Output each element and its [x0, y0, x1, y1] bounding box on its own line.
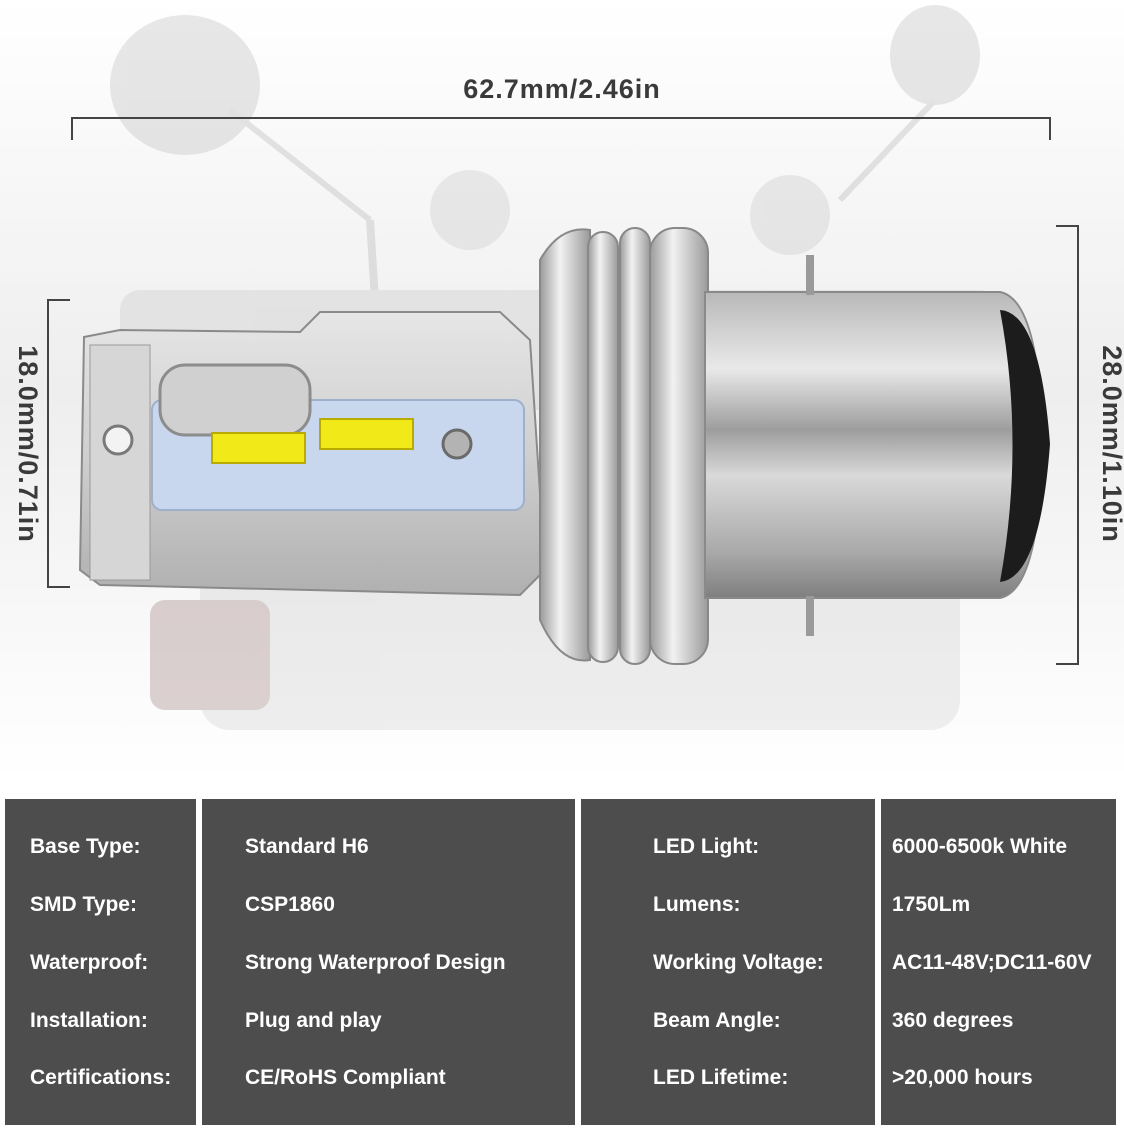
- spec-value: Standard H6: [245, 835, 369, 858]
- product-image: 62.7mm/2.46in 18.0mm/0.71in 28.0mm/1.10i…: [0, 0, 1124, 780]
- spec-value: 6000-6500k White: [892, 835, 1068, 858]
- spec-label: Lumens:: [653, 893, 741, 916]
- spec-table: Base Type: Standard H6 LED Light: 6000-6…: [5, 799, 1116, 1125]
- spec-label: Working Voltage:: [653, 951, 824, 974]
- chip-height-dimension-label: 18.0mm/0.71in: [13, 345, 43, 543]
- spec-column-right-values: [881, 799, 1116, 1125]
- spec-value: 360 degrees: [892, 1009, 1014, 1032]
- spec-label: Waterproof:: [30, 951, 149, 974]
- spec-label: Certifications:: [30, 1066, 172, 1089]
- spec-column-right-labels: [581, 799, 875, 1125]
- width-dimension-label: 62.7mm/2.46in: [463, 74, 661, 104]
- led-bulb-illustration: [0, 0, 1124, 780]
- dimension-lines: [47, 117, 1079, 665]
- spec-label: LED Light:: [653, 835, 760, 858]
- spec-value: AC11-48V;DC11-60V: [892, 951, 1092, 974]
- spec-value: CE/RoHS Compliant: [245, 1066, 446, 1089]
- spec-label: SMD Type:: [30, 893, 137, 916]
- bulb-collar: [539, 227, 709, 665]
- spec-label: Base Type:: [30, 835, 141, 858]
- base-diameter-dimension-label: 28.0mm/1.10in: [1097, 345, 1124, 543]
- spec-value: Plug and play: [245, 1009, 382, 1032]
- spec-value: >20,000 hours: [892, 1066, 1033, 1089]
- spec-value: CSP1860: [245, 893, 335, 916]
- spec-column-left-values: [202, 799, 575, 1125]
- spec-label: Beam Angle:: [653, 1009, 781, 1032]
- spec-value: 1750Lm: [892, 893, 971, 916]
- spec-value: Strong Waterproof Design: [245, 951, 506, 974]
- spec-label: LED Lifetime:: [653, 1066, 789, 1089]
- spec-label: Installation:: [30, 1009, 148, 1032]
- led-pcb: [151, 363, 525, 511]
- spec-column-left-labels: [5, 799, 196, 1125]
- bulb-base-cylinder: [704, 255, 1050, 636]
